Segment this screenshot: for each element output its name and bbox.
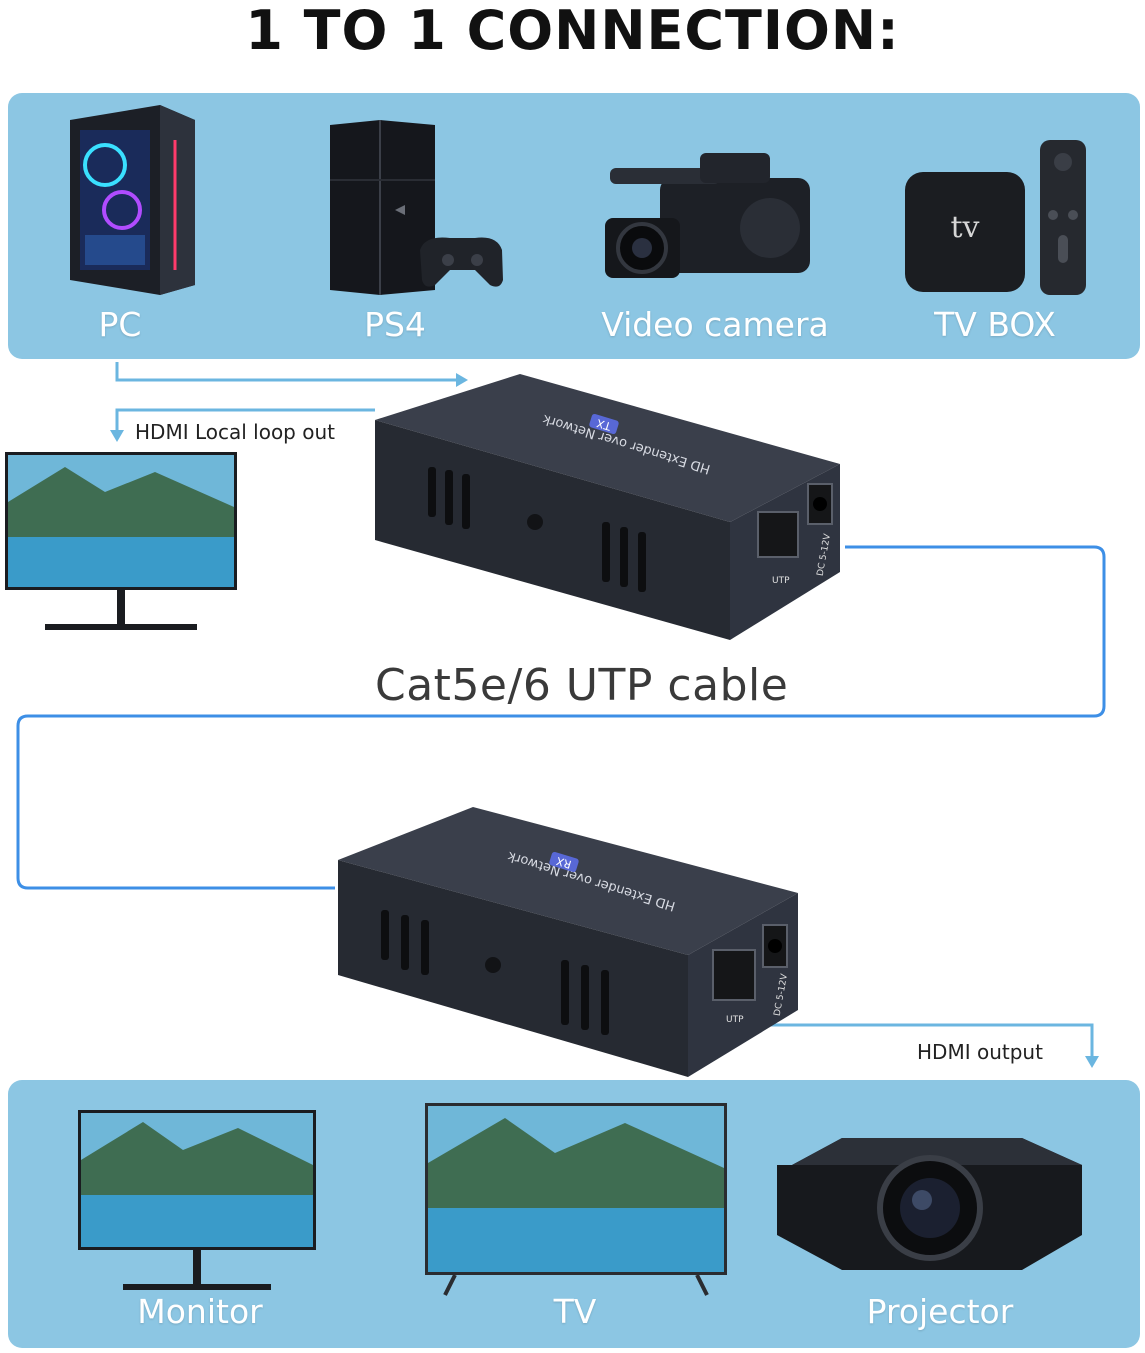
tx-utp-port-label: UTP — [772, 576, 790, 586]
tv-box-icon — [900, 140, 1095, 300]
transmitter-device — [370, 372, 850, 642]
pc-tower-icon — [50, 100, 200, 300]
ps4-console-icon — [325, 120, 505, 295]
source-label-video-camera: Video camera — [601, 305, 829, 344]
tv-box-logo: tv — [950, 210, 980, 245]
loop-out-label: HDMI Local loop out — [135, 420, 335, 444]
source-label-ps4: PS4 — [364, 305, 426, 344]
display-label-projector: Projector — [866, 1292, 1014, 1331]
projector-icon — [772, 1130, 1087, 1280]
page-title: 1 TO 1 CONNECTION: — [245, 0, 900, 62]
local-monitor-icon — [5, 452, 240, 634]
display-label-tv: TV — [553, 1292, 597, 1331]
video-camera-icon — [600, 148, 825, 293]
display-label-monitor: Monitor — [137, 1292, 263, 1331]
rx-utp-port-label: UTP — [726, 1015, 744, 1025]
receiver-device — [333, 805, 805, 1080]
tv-icon — [425, 1103, 730, 1303]
source-label-pc: PC — [98, 305, 142, 344]
source-label-tv-box: TV BOX — [934, 305, 1056, 344]
cable-label: Cat5e/6 UTP cable — [375, 660, 789, 711]
hdmi-output-label: HDMI output — [917, 1040, 1043, 1064]
monitor-icon — [78, 1110, 318, 1295]
